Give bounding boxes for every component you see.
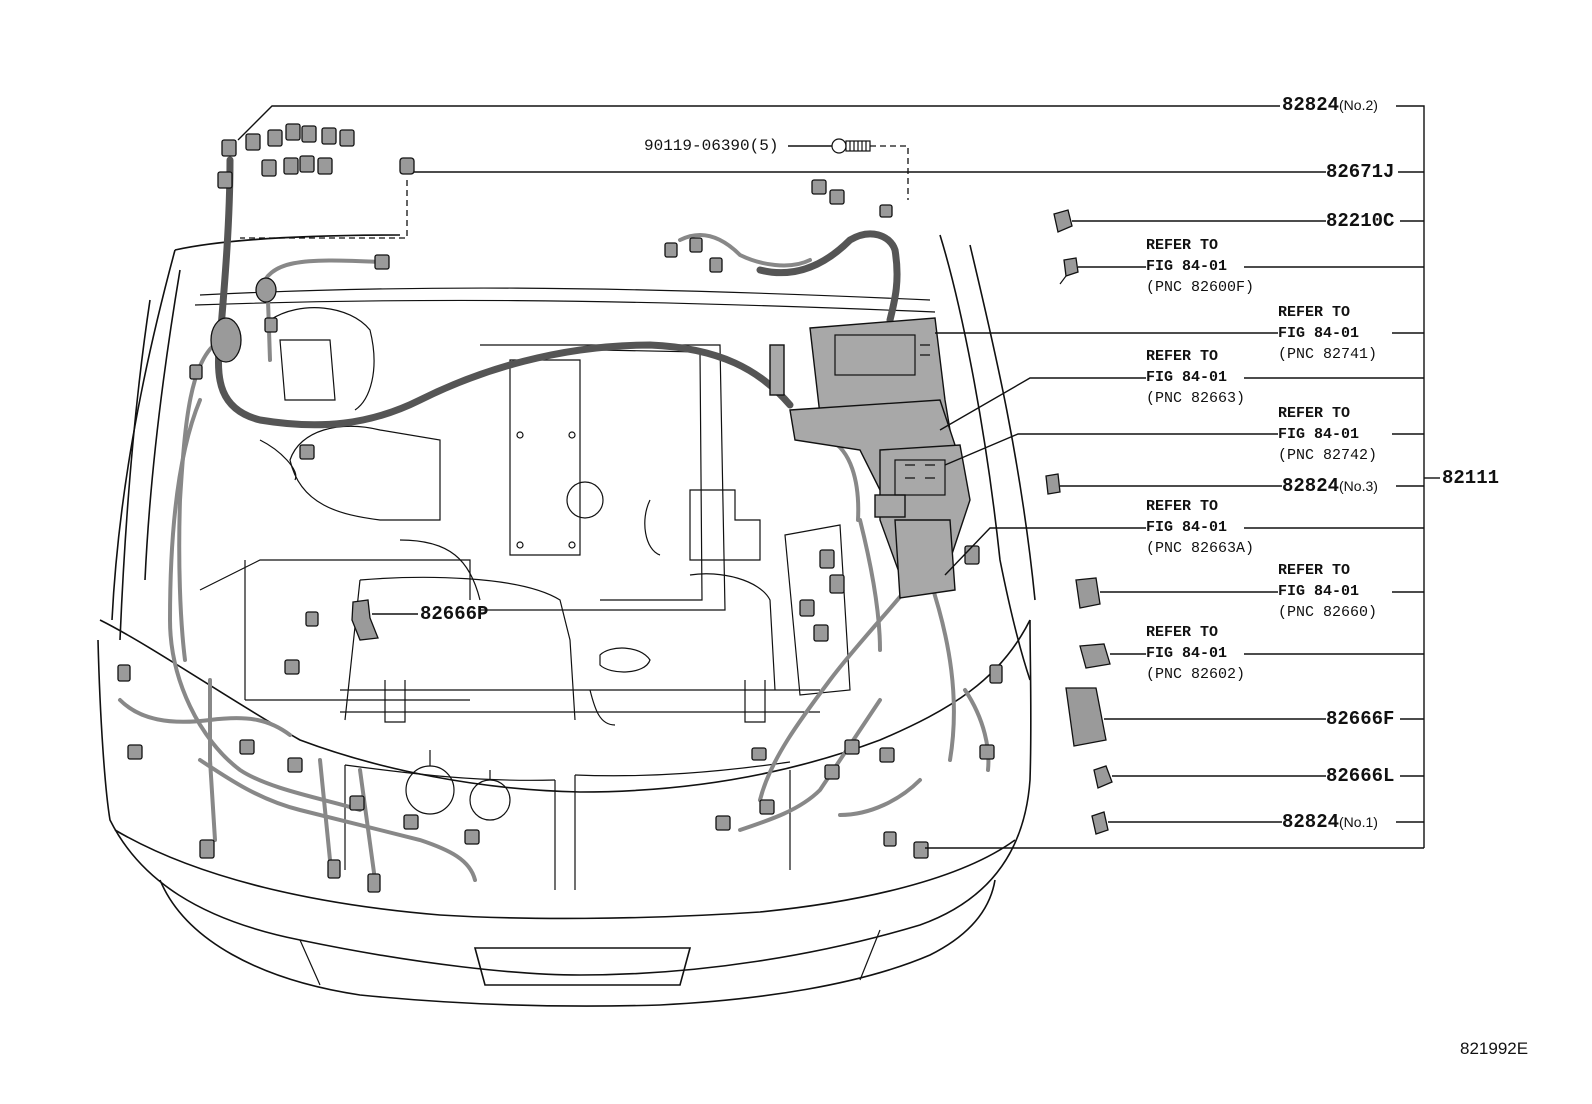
relay-82602-icon (1079, 643, 1111, 669)
part-qualifier: (No.1) (1339, 814, 1378, 830)
ref-line-2: FIG 84-01 (1146, 645, 1228, 662)
part-number: 82824 (1282, 811, 1340, 833)
ref-line-3: (PNC 82602) (1146, 666, 1246, 683)
ref-82660: REFER TO FIG 84-01 (PNC 82660) (1278, 563, 1377, 620)
ref-line-2: FIG 84-01 (1278, 325, 1360, 342)
label-82824-no1: 82824(No.1) (1282, 813, 1378, 832)
engine-components (199, 307, 851, 821)
junction-block-assembly (769, 317, 971, 599)
harness-connectors (117, 123, 1003, 893)
ref-line-3: (PNC 82660) (1278, 604, 1378, 621)
part-qualifier: (No.2) (1339, 97, 1378, 113)
ref-82663: REFER TO FIG 84-01 (PNC 82663) (1146, 349, 1245, 406)
bolt-icon (831, 138, 871, 154)
label-82666f: 82666F (1326, 708, 1395, 730)
relay-block-82666f-icon (1065, 687, 1107, 747)
part-number: 82824 (1282, 475, 1340, 497)
ref-line-3: (PNC 82741) (1278, 346, 1378, 363)
ref-line-2: FIG 84-01 (1146, 258, 1228, 275)
ref-line-2: FIG 84-01 (1278, 426, 1360, 443)
ref-82602: REFER TO FIG 84-01 (PNC 82602) (1146, 625, 1245, 682)
ref-line-1: REFER TO (1146, 237, 1219, 254)
part-qualifier: (No.3) (1339, 478, 1378, 494)
label-82210c: 82210C (1326, 210, 1395, 232)
car-body-outline (97, 234, 1036, 1007)
ref-line-1: REFER TO (1146, 624, 1219, 641)
ref-line-3: (PNC 82742) (1278, 447, 1378, 464)
ref-82741: REFER TO FIG 84-01 (PNC 82741) (1278, 305, 1377, 362)
ref-82663a: REFER TO FIG 84-01 (PNC 82663A) (1146, 499, 1254, 556)
ref-82742: REFER TO FIG 84-01 (PNC 82742) (1278, 406, 1377, 463)
ref-line-1: REFER TO (1278, 405, 1351, 422)
connector-82824-no3-icon (1045, 473, 1061, 495)
ref-line-1: REFER TO (1278, 562, 1351, 579)
relay-82666p-icon (351, 599, 379, 641)
label-82666l: 82666L (1326, 765, 1395, 787)
label-82824-no2: 82824(No.2) (1282, 96, 1378, 115)
ref-line-2: FIG 84-01 (1146, 369, 1228, 386)
clip-82666l-icon (1093, 765, 1113, 789)
ref-line-1: REFER TO (1146, 348, 1219, 365)
clip-82824-no1-icon (1091, 811, 1109, 835)
relay-82660-icon (1075, 577, 1101, 609)
leader-lines (237, 105, 1440, 849)
part-icons (351, 209, 1113, 835)
ref-line-3: (PNC 82600F) (1146, 279, 1255, 296)
drawing-code: 821992E (1460, 1039, 1529, 1058)
label-82111: 82111 (1442, 467, 1500, 489)
label-bolt-90119: 90119-06390(5) (644, 137, 779, 155)
ref-line-1: REFER TO (1146, 498, 1219, 515)
label-82666p: 82666P (420, 603, 489, 625)
ref-82600f: REFER TO FIG 84-01 (PNC 82600F) (1146, 238, 1254, 295)
ref-line-1: REFER TO (1278, 304, 1351, 321)
connector-82210c-icon (1053, 209, 1073, 233)
connector-82600f-icon (1063, 257, 1079, 277)
ref-line-3: (PNC 82663A) (1146, 540, 1255, 557)
label-82671j: 82671J (1326, 161, 1395, 183)
part-number: 82824 (1282, 94, 1340, 116)
dashed-callouts (240, 145, 909, 239)
label-82824-no3: 82824(No.3) (1282, 477, 1378, 496)
ref-line-2: FIG 84-01 (1278, 583, 1360, 600)
wire-harness (118, 156, 991, 882)
ref-line-2: FIG 84-01 (1146, 519, 1228, 536)
ref-line-3: (PNC 82663) (1146, 390, 1246, 407)
